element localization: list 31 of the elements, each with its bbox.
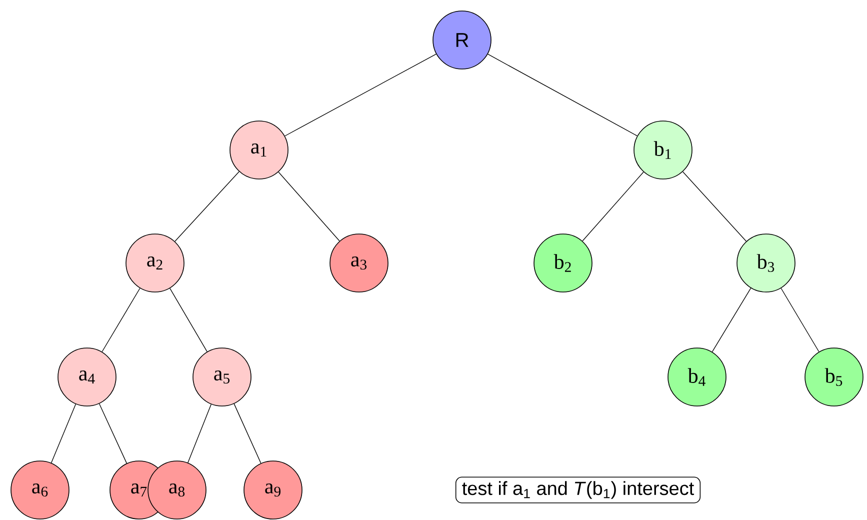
tree-edge xyxy=(188,404,212,464)
tree-edge xyxy=(487,54,638,136)
tree-edge xyxy=(98,403,128,464)
tree-node: a$_{4}$ xyxy=(58,348,116,406)
tree-node: a$_{2}$ xyxy=(126,234,184,292)
tree-node: b$_{1}$ xyxy=(634,120,692,180)
leaf-node: a$_{6}$ xyxy=(10,460,70,520)
tree-edge xyxy=(284,54,436,136)
leaf-node: a$_{3}$ xyxy=(330,234,388,292)
tree-node: a$_{5}$ xyxy=(192,348,252,406)
tree-edge xyxy=(582,172,644,242)
leaf-node: a$_{9}$ xyxy=(244,460,302,520)
tree-node: b$_{3}$ xyxy=(736,234,796,292)
node-label: a$_{8}$ xyxy=(169,483,185,497)
note-box: test if a$_{1}$ and T(b$_{1}$) intersect xyxy=(455,476,701,504)
leaf-node: b$_{2}$ xyxy=(534,234,592,292)
leaf-node: b$_{5}$ xyxy=(804,348,864,406)
tree-edge xyxy=(682,171,747,242)
tree-edge xyxy=(174,171,240,242)
leaf-node: a$_{8}$ xyxy=(148,460,206,520)
leaf-node: b$_{4}$ xyxy=(668,348,726,406)
tree-edge xyxy=(278,172,340,242)
tree-edge xyxy=(234,403,262,464)
tree-node: a$_{1}$ xyxy=(230,120,288,180)
tree-edge xyxy=(712,288,752,352)
root-node: R xyxy=(432,10,492,70)
tree-edge xyxy=(102,288,140,352)
tree-edge xyxy=(50,404,76,464)
node-label: a$_{7}$ xyxy=(131,484,147,496)
tree-edge xyxy=(170,288,208,352)
tree-edge xyxy=(780,288,820,352)
